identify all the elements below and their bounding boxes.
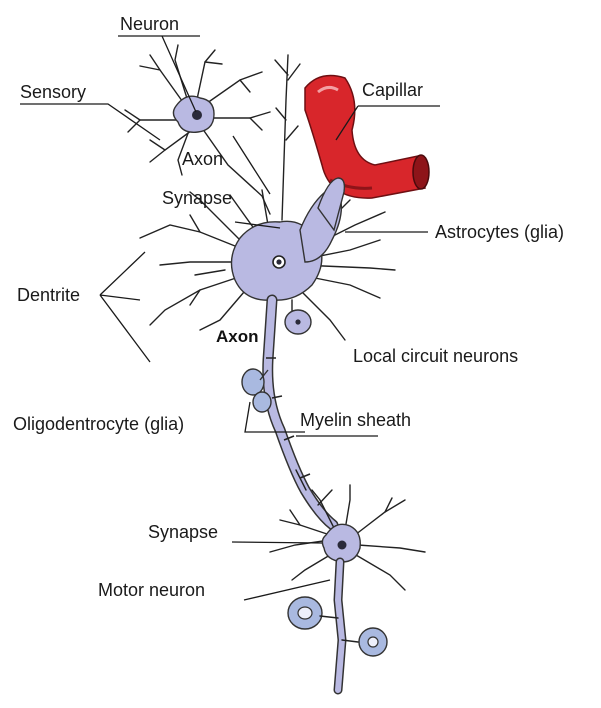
leader-lines (20, 36, 440, 600)
upper-axon (275, 55, 300, 220)
label-synapse-top: Synapse (162, 188, 232, 208)
labels: Neuron Sensory Axon Synapse Capillar Ast… (13, 14, 564, 600)
label-local-circuit: Local circuit neurons (353, 346, 518, 366)
label-capillar: Capillar (362, 80, 423, 100)
label-astrocytes: Astrocytes (glia) (435, 222, 564, 242)
label-synapse-bottom: Synapse (148, 522, 218, 542)
label-sensory: Sensory (20, 82, 86, 102)
local-circuit-neuron (285, 300, 311, 334)
label-myelin: Myelin sheath (300, 410, 411, 430)
label-axon-mid: Axon (216, 327, 259, 346)
label-axon-top: Axon (182, 149, 223, 169)
label-neuron: Neuron (120, 14, 179, 34)
label-dentrite: Dentrite (17, 285, 80, 305)
label-oligodendrocyte: Oligodentrocyte (glia) (13, 414, 184, 434)
motor-neuron (270, 485, 425, 690)
label-motor-neuron: Motor neuron (98, 580, 205, 600)
